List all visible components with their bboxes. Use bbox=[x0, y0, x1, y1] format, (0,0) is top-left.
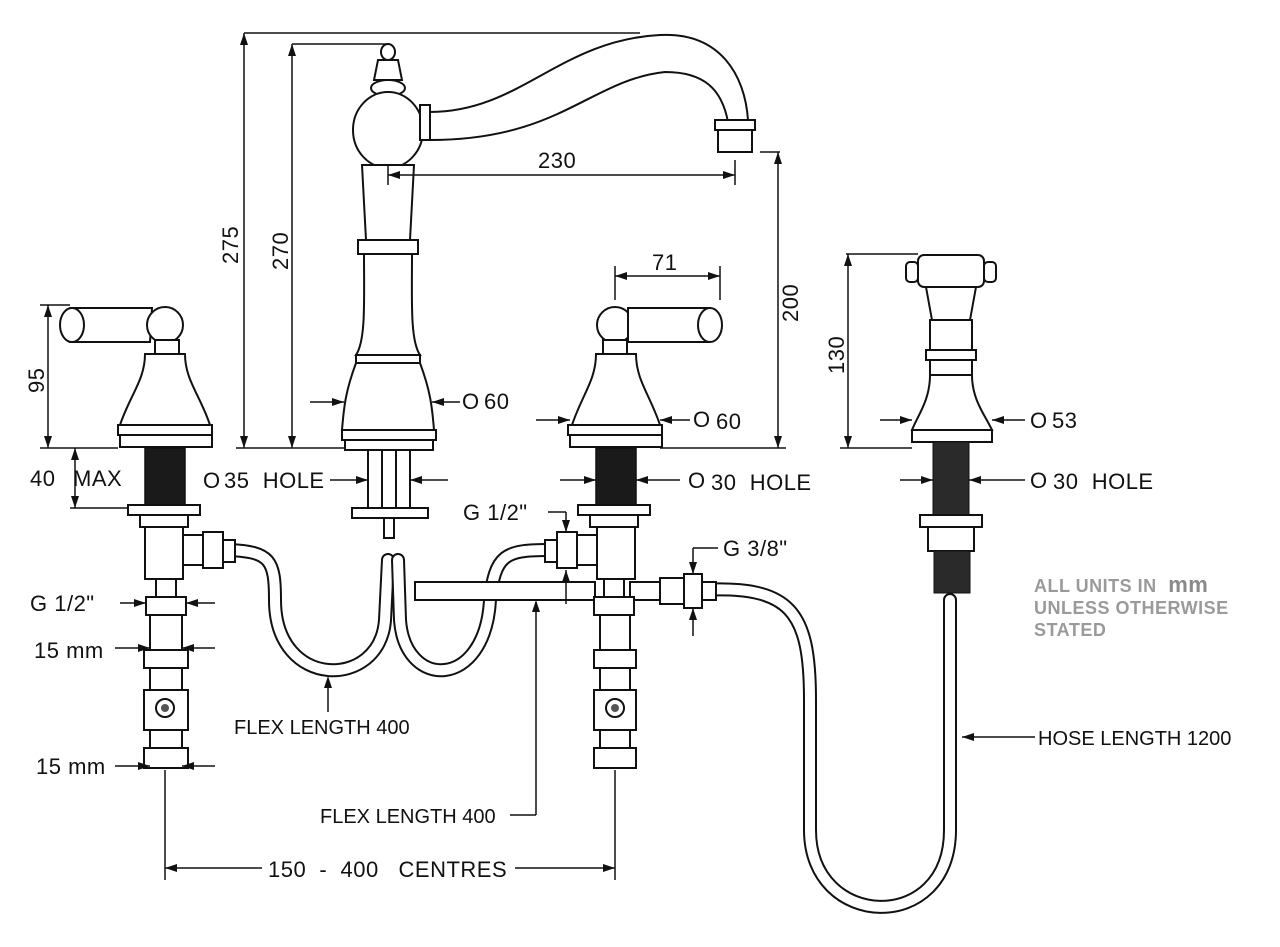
conn-g-half-left: G 1/2" bbox=[30, 591, 95, 616]
dim-40-max: MAX bbox=[73, 466, 122, 491]
dia-spout-hole: 35 HOLE bbox=[224, 468, 325, 493]
units-note-line1: ALL UNITS IN mm bbox=[1034, 572, 1208, 597]
dim-200: 200 bbox=[778, 284, 803, 322]
dim-40: 40 bbox=[30, 466, 55, 491]
dia-spray-hole-symbol: O bbox=[1030, 468, 1048, 493]
dia-spout-base-symbol: O bbox=[462, 389, 480, 414]
dim-95: 95 bbox=[24, 368, 49, 393]
dia-spout-base: 60 bbox=[484, 389, 509, 414]
conn-g-three-eighths: G 3/8" bbox=[723, 536, 788, 561]
units-note-line3: STATED bbox=[1034, 620, 1106, 640]
units-note-line2: UNLESS OTHERWISE bbox=[1034, 598, 1229, 618]
dim-275: 275 bbox=[218, 226, 243, 264]
dim-230: 230 bbox=[538, 148, 576, 173]
flex-length-center: FLEX LENGTH 400 bbox=[320, 806, 496, 828]
dia-spray-base-symbol: O bbox=[1030, 408, 1048, 433]
dimension-lines bbox=[40, 32, 1035, 880]
dia-valve-base-symbol: O bbox=[693, 407, 711, 432]
units-note: ALL UNITS IN mm UNLESS OTHERWISE STATED bbox=[1034, 572, 1229, 640]
dim-130: 130 bbox=[824, 336, 849, 374]
conn-15mm-upper: 15 mm bbox=[34, 638, 104, 663]
flex-pipes bbox=[223, 543, 957, 914]
conn-15mm-lower: 15 mm bbox=[36, 754, 106, 779]
flex-length-left: FLEX LENGTH 400 bbox=[234, 717, 410, 739]
dia-spout-hole-symbol: O bbox=[203, 468, 221, 493]
left-valve bbox=[59, 306, 236, 769]
dia-valve-hole-symbol: O bbox=[688, 468, 706, 493]
conn-g-half-valve: G 1/2" bbox=[463, 500, 528, 525]
dim-71: 71 bbox=[652, 250, 677, 275]
dimension-labels: 275 270 230 200 71 95 130 40 MAX O 60 O … bbox=[24, 148, 1231, 882]
hose-length: HOSE LENGTH 1200 bbox=[1038, 728, 1231, 750]
side-spray bbox=[905, 254, 997, 594]
right-valve bbox=[544, 306, 723, 769]
dia-valve-base: 60 bbox=[716, 409, 741, 434]
dia-valve-hole: 30 HOLE bbox=[711, 470, 812, 495]
dim-270: 270 bbox=[268, 232, 293, 270]
kitchen-spout bbox=[340, 33, 756, 539]
dia-spray-hole: 30 HOLE bbox=[1053, 469, 1154, 494]
centres-label: 150 - 400 CENTRES bbox=[268, 857, 507, 882]
units-note-unit: mm bbox=[1168, 572, 1208, 597]
dia-spray-base: 53 bbox=[1052, 408, 1077, 433]
